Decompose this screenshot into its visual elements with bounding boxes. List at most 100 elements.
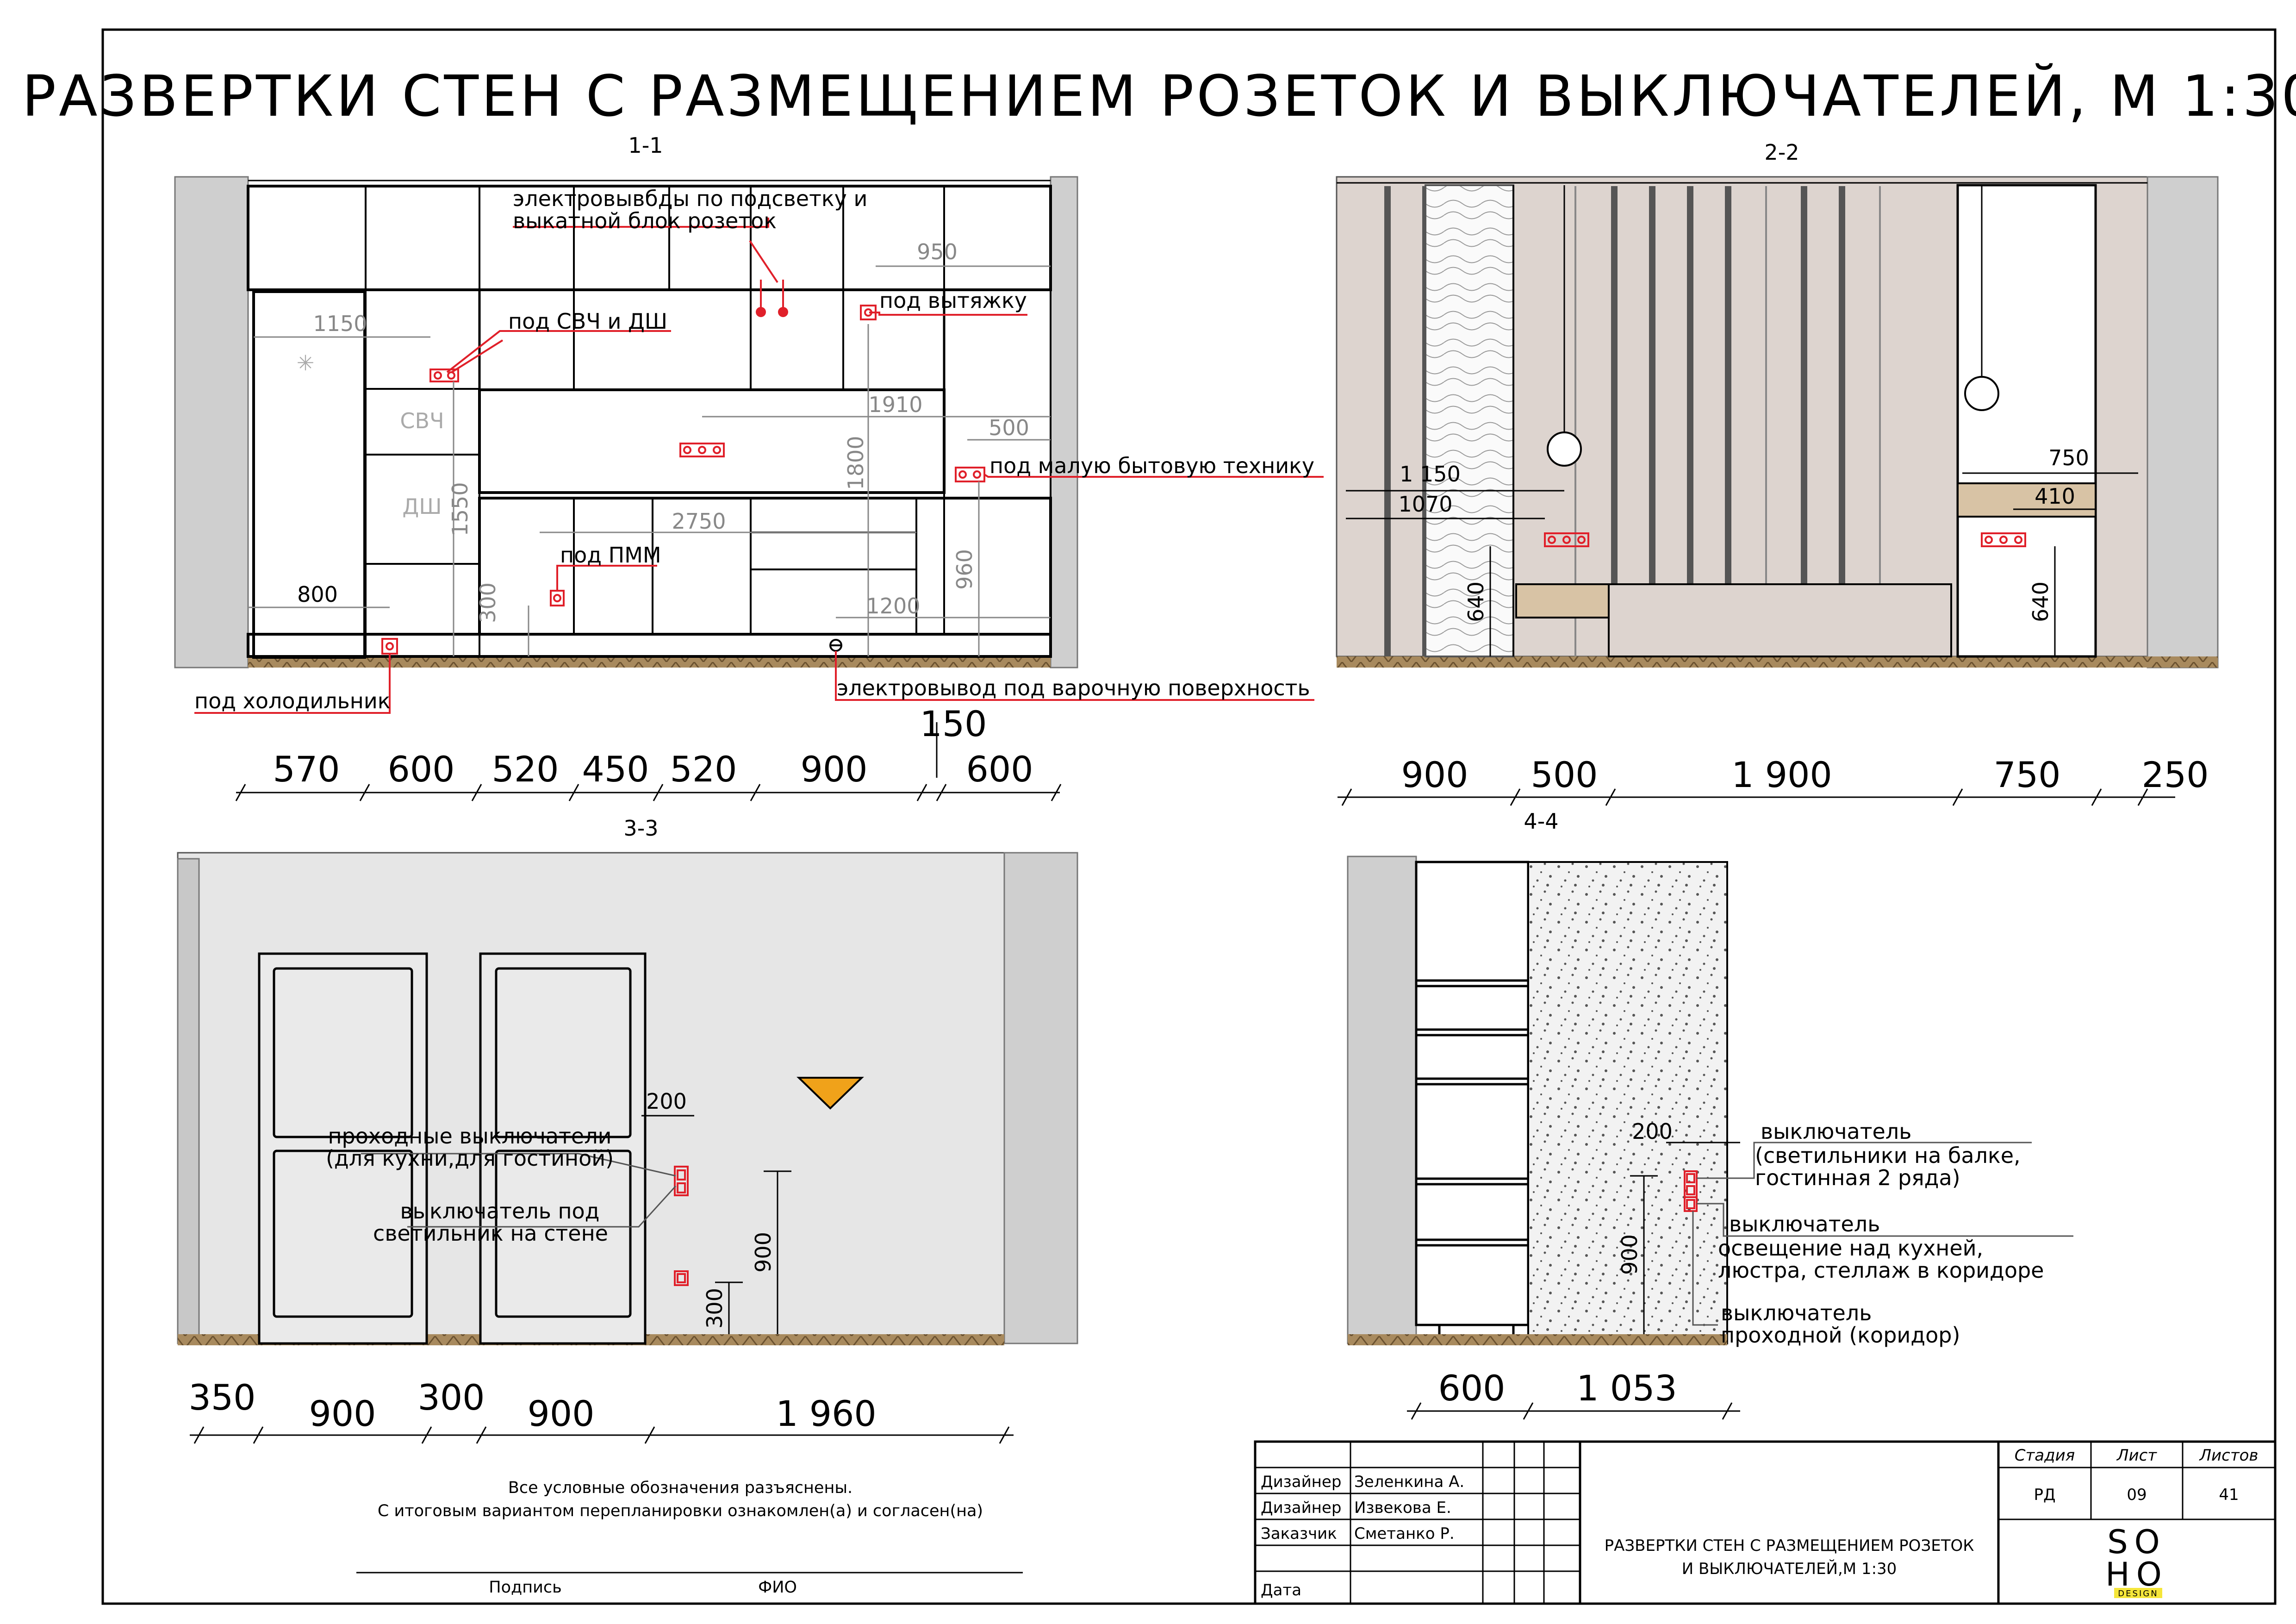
concrete-wall (1527, 861, 1728, 1344)
dim-4-4-900: 900 (1617, 1234, 1642, 1275)
socket-fridge (381, 638, 398, 655)
note-s3-1: выключатель (1721, 1300, 1872, 1325)
switch-pass-through (674, 1166, 689, 1196)
view-4-4-label: 4-4 (1524, 809, 1558, 834)
approval-block: Все условные обозначения разъяснены. С и… (356, 1479, 1023, 1597)
view-4-4: 4-4 выключатель (светильники на балке, г… (1347, 809, 2073, 1420)
note-s1-3: гостинная 2 ряда) (1755, 1165, 1960, 1190)
note-lighting-1: электровывбды по подсветку и (513, 186, 867, 211)
note-dishwasher: под ПММ (560, 543, 661, 568)
soho-logo: SO HO DESIGN (2105, 1523, 2168, 1599)
dim-4-4-200: 200 (1632, 1119, 1673, 1144)
chain-1-1-570: 570 (273, 749, 340, 790)
socket-2-2-left (1544, 532, 1589, 547)
socket-microwave (429, 369, 459, 382)
tb-stage: РД (2034, 1486, 2055, 1504)
note-s2-2: освещение над кухней, (1718, 1236, 1983, 1261)
dim-950: 950 (917, 239, 958, 264)
chain-2-2-900: 900 (1401, 754, 1468, 795)
chain-1-1-600b: 600 (966, 749, 1033, 790)
socket-hood-center (679, 443, 725, 457)
view-3-3: 3-3 проходные выключатели (для кухни,для… (177, 816, 1078, 1444)
dishwasher-label: ДШ (402, 494, 442, 519)
view-1-1: 1-1 ✳ СВЧ ДШ (174, 133, 1324, 801)
socket-dishwasher (550, 590, 565, 606)
snowflake-icon: ✳ (297, 350, 315, 375)
dim-2-2-640a: 640 (1463, 581, 1488, 622)
logo-line-2: HO (2105, 1555, 2168, 1593)
tb-role-1: Дизайнер (1261, 1499, 1341, 1517)
note-wall-2: светильник на стене (373, 1221, 608, 1246)
approval-sign: Подпись (489, 1578, 561, 1597)
tb-role-2: Заказчик (1261, 1524, 1337, 1543)
hatched-column (1425, 184, 1514, 657)
note-s2-1: выключатель (1729, 1212, 1880, 1237)
approval-line-1: Все условные обозначения разъяснены. (508, 1479, 852, 1497)
dim-1910: 1910 (868, 392, 922, 417)
note-lighting-2: выкатной блок розеток (513, 208, 777, 233)
dim-3-3-300: 300 (702, 1288, 727, 1329)
dim-1200: 1200 (866, 593, 920, 618)
note-hob: электровывод под варочную поверхность (837, 675, 1310, 700)
approval-name: ФИО (758, 1578, 797, 1597)
note-s1-1: выключатель (1761, 1119, 1911, 1144)
tb-name-1: Извекова Е. (1354, 1499, 1451, 1517)
chain-2-2-750: 750 (1993, 754, 2060, 795)
view-3-3-label: 3-3 (623, 816, 658, 841)
dim-960: 960 (952, 549, 977, 590)
socket-appliances (955, 467, 985, 482)
dim-1150: 1150 (313, 311, 367, 336)
chain-3-3-1960: 1 960 (776, 1393, 877, 1434)
chain-4-4-1053: 1 053 (1576, 1368, 1677, 1409)
tb-desc-1: РАЗВЕРТКИ СТЕН С РАЗМЕЩЕНИЕМ РОЗЕТОК (1605, 1537, 1974, 1555)
socket-2-2-right (1981, 532, 2026, 547)
dim-2-2-640b: 640 (2028, 581, 2053, 622)
door-right (479, 952, 647, 1345)
chain-2-2-500: 500 (1531, 754, 1598, 795)
view-2-2-label: 2-2 (1764, 140, 1799, 165)
chain-3-3-300: 300 (417, 1377, 485, 1418)
chain-2-2-1900: 1 900 (1731, 754, 1832, 795)
tall-cabinet-2-2 (1956, 184, 2097, 658)
approval-line-2: С итоговым вариантом перепланировки озна… (378, 1502, 983, 1520)
door-left (258, 952, 428, 1345)
logo-line-1: SO (2107, 1523, 2166, 1561)
sheet-title: РАЗВЕРТКИ СТЕН С РАЗМЕЩЕНИЕМ РОЗЕТОК И В… (22, 63, 2296, 129)
chain-3-3-350: 350 (188, 1377, 255, 1418)
tb-role-3: Дата (1261, 1581, 1301, 1599)
tb-name-2: Сметанко Р. (1354, 1524, 1455, 1543)
chain-4-4-600: 600 (1438, 1368, 1505, 1409)
chain-1-1-150: 150 (920, 703, 987, 744)
note-pass-1: проходные выключатели (328, 1124, 611, 1149)
dim-1800: 1800 (843, 436, 868, 490)
switch-wall-lamp (674, 1270, 689, 1286)
view-1-1-label: 1-1 (628, 133, 663, 158)
dim-300: 300 (475, 582, 500, 623)
dim-2750: 2750 (672, 509, 726, 534)
note-fridge: под холодильник (194, 688, 391, 713)
chain-1-1-520: 520 (492, 749, 559, 790)
dim-2-2-750: 750 (2048, 445, 2089, 470)
sheet-frame (101, 28, 2277, 1605)
shelving-unit (1415, 861, 1530, 1326)
tb-sheets-h: Листов (2198, 1446, 2258, 1465)
note-s2-3: люстра, стеллаж в коридоре (1718, 1258, 2044, 1283)
chain-1-1-520b: 520 (670, 749, 737, 790)
pendant-lamp-icon-2 (1964, 376, 1999, 411)
tb-desc-2: И ВЫКЛЮЧАТЕЛЕЙ,М 1:30 (1682, 1559, 1897, 1578)
tb-stage-h: Стадия (2015, 1446, 2075, 1465)
chain-1-1-600: 600 (387, 749, 454, 790)
dim-3-3-900: 900 (751, 1232, 776, 1273)
view-2-2: 2-2 1 150 1 (1336, 140, 2219, 806)
light-triangle-icon (796, 1077, 864, 1110)
microwave-label: СВЧ (400, 408, 444, 433)
chain-3-3-900b: 900 (527, 1393, 594, 1434)
note-pass-2: (для кухни,для гостиной) (326, 1146, 614, 1171)
chain-2-2-250: 250 (2141, 754, 2209, 795)
pendant-lamp-icon (1547, 431, 1582, 467)
dim-800: 800 (297, 582, 338, 607)
chain-3-3-900: 900 (309, 1393, 376, 1434)
note-microwave: под СВЧ и ДШ (508, 309, 667, 334)
